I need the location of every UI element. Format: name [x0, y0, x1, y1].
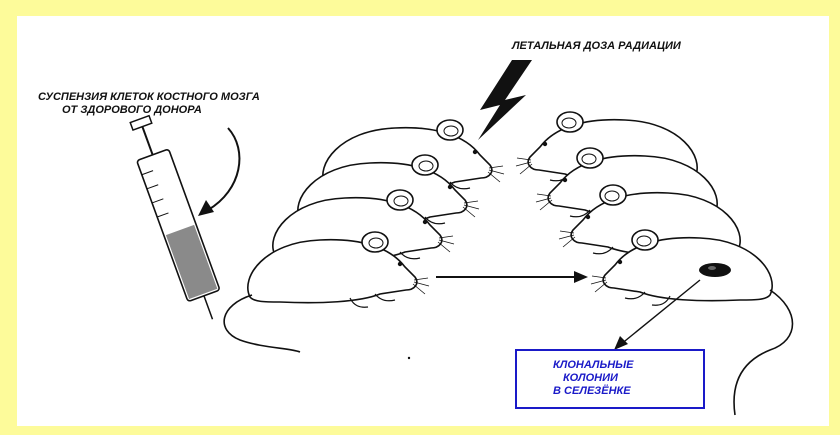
result-box: КЛОНАЛЬНЫЕ КОЛОНИИ В СЕЛЕЗЁНКЕ — [515, 349, 705, 409]
spleen-colony-mark — [699, 263, 731, 277]
syringe-label-line2: ОТ ЗДОРОВОГО ДОНОРА — [62, 104, 202, 117]
injection-arrow — [208, 128, 239, 210]
right-mouse-tail — [734, 290, 792, 415]
left-mouse-tail — [224, 295, 300, 352]
result-label-line2: КОЛОНИИ — [563, 372, 618, 385]
left-mouse-group — [224, 120, 504, 352]
transition-arrowhead — [574, 271, 588, 283]
result-label-line1: КЛОНАЛЬНЫЕ — [553, 359, 634, 372]
lightning-bolt-icon — [478, 60, 532, 140]
syringe-label-line1: СУСПЕНЗИЯ КЛЕТОК КОСТНОГО МОЗГА — [38, 91, 260, 104]
radiation-label: ЛЕТАЛЬНАЯ ДОЗА РАДИАЦИИ — [512, 40, 681, 53]
syringe-icon — [124, 113, 229, 325]
result-label-line3: В СЕЛЕЗЁНКЕ — [553, 385, 631, 398]
